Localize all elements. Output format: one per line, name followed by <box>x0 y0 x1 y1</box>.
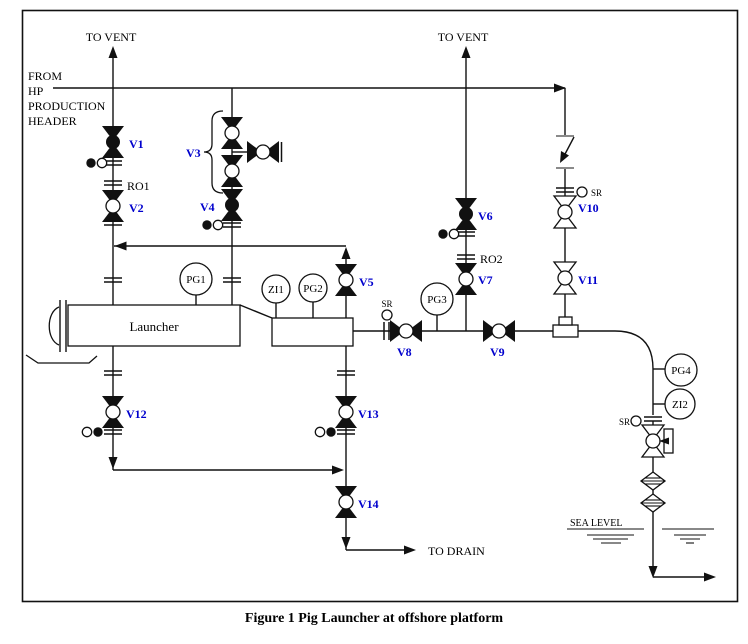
line-break-icon <box>556 135 575 169</box>
valve-v3-upper <box>220 116 244 150</box>
valve-v3-branch <box>246 140 280 164</box>
actuator-arrow-icon <box>659 437 669 445</box>
bleed-v4-icon <box>201 219 224 231</box>
drain-left-arrow <box>108 457 118 469</box>
gauge-pg4 <box>664 353 698 387</box>
launcher-label: Launcher <box>129 319 179 334</box>
valve-v9 <box>482 319 516 343</box>
break-diagonal <box>563 136 575 157</box>
valve-v4 <box>221 189 243 221</box>
valve-v13 <box>334 395 358 429</box>
valve-v6 <box>455 198 477 230</box>
to-drain-arrow <box>404 545 416 555</box>
sr-main-label: SR <box>381 299 392 309</box>
sr-bypass-icon <box>576 186 588 198</box>
launcher-reducer <box>239 304 273 319</box>
tee-branch <box>558 316 573 326</box>
to-vent-left-label: TO VENT <box>86 30 137 44</box>
tee-body <box>552 324 579 338</box>
from-hp-line1: FROM <box>28 69 62 83</box>
subsea-out-arrow <box>704 572 716 582</box>
from-hp-line4: HEADER <box>28 114 77 128</box>
launcher-barrel <box>67 304 241 347</box>
valve-v14 <box>334 485 358 519</box>
v3-group-bracket <box>203 110 224 194</box>
hp-header-arrow <box>554 83 566 93</box>
sea-level-label: SEA LEVEL <box>570 518 623 529</box>
instruments <box>179 186 698 427</box>
wafer-check-valves <box>639 471 667 513</box>
indicator-zi2 <box>664 388 696 420</box>
valves <box>101 116 674 519</box>
gauge-pg3 <box>420 282 454 316</box>
bleed-v13-icon <box>314 426 337 438</box>
break-arrowhead <box>560 151 569 163</box>
sr-subsea-label: SR <box>619 417 630 427</box>
vent-left-arrow <box>108 46 118 58</box>
subsea-down-arrow <box>648 566 658 578</box>
bleed-v6-icon <box>437 228 460 240</box>
valve-v8 <box>389 319 423 343</box>
v3-label: V3 <box>186 146 201 160</box>
valve-v3-lower <box>220 154 244 188</box>
pg1-tag: PG1 <box>186 274 206 286</box>
v13-label: V13 <box>358 407 379 421</box>
drain-cross-arrow <box>332 465 344 475</box>
figure-caption: Figure 1 Pig Launcher at offshore platfo… <box>245 611 504 626</box>
text-labels: TO VENT TO VENT FROM HP PRODUCTION HEADE… <box>28 30 691 558</box>
valve-v12 <box>101 395 125 429</box>
figure-border <box>21 9 739 603</box>
valve-v2 <box>101 189 125 223</box>
valve-v1 <box>102 126 124 158</box>
gauge-pg1 <box>179 262 213 296</box>
v1-label: V1 <box>129 137 144 151</box>
v8-label: V8 <box>397 345 412 359</box>
gauge-pg2 <box>298 273 328 303</box>
bleed-v1-icon <box>85 157 108 169</box>
v11-label: V11 <box>578 273 598 287</box>
to-drain-label: TO DRAIN <box>428 544 485 558</box>
valve-v7 <box>454 262 478 296</box>
sr-bypass-label: SR <box>591 188 602 198</box>
pg4-tag: PG4 <box>671 365 691 377</box>
ro1-label: RO1 <box>127 179 150 193</box>
flange-subsea <box>643 416 663 422</box>
vent-center-arrow <box>461 46 471 58</box>
valve-v11 <box>553 261 577 295</box>
v7-label: V7 <box>478 273 493 287</box>
v2-label: V2 <box>129 201 144 215</box>
outlet-bend <box>578 330 654 415</box>
sea-level-marker <box>567 528 714 544</box>
tee-fitting <box>552 316 579 338</box>
launcher-vessel <box>25 300 354 364</box>
zi2-tag: ZI2 <box>672 399 688 411</box>
zi1-tag: ZI1 <box>268 284 284 296</box>
v10-label: V10 <box>578 201 599 215</box>
v5-to-header-arrow <box>341 247 351 259</box>
sr-main-icon <box>381 309 393 321</box>
v12-label: V12 <box>126 407 147 421</box>
indicator-zi1 <box>261 274 291 304</box>
bleed-v12-icon <box>81 426 104 438</box>
pg2-tag: PG2 <box>303 283 323 295</box>
closure-davit <box>25 354 98 364</box>
valve-v5 <box>334 263 358 297</box>
valve-v10 <box>553 195 577 229</box>
from-hp-line2: HP <box>28 84 44 98</box>
pg3-tag: PG3 <box>427 294 447 306</box>
vent-header-arrow <box>114 241 127 251</box>
from-hp-line3: PRODUCTION <box>28 99 106 113</box>
drain-down-arrow <box>341 537 351 549</box>
launcher-minor-barrel <box>271 317 354 347</box>
v14-label: V14 <box>358 497 379 511</box>
v5-label: V5 <box>359 275 374 289</box>
v9-label: V9 <box>490 345 505 359</box>
to-vent-center-label: TO VENT <box>438 30 489 44</box>
v4-label: V4 <box>200 200 215 214</box>
v6-label: V6 <box>478 209 493 223</box>
sr-subsea-icon <box>630 415 642 427</box>
launcher-closure-door <box>48 306 60 346</box>
ro2-label: RO2 <box>480 252 503 266</box>
